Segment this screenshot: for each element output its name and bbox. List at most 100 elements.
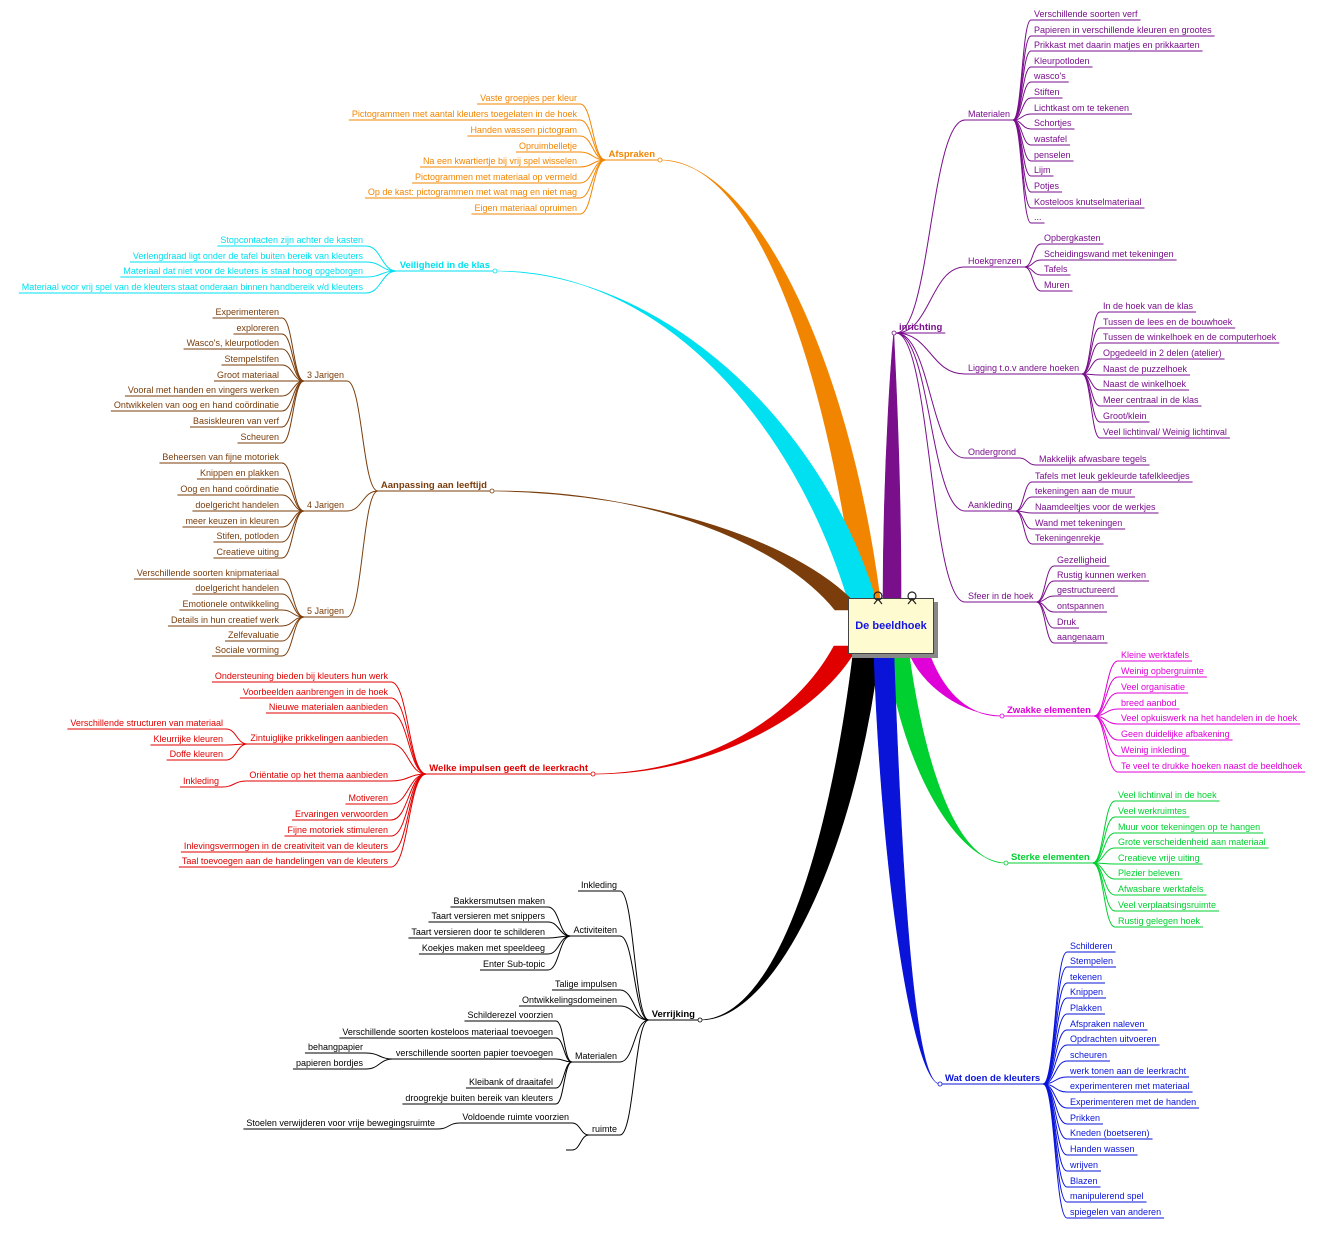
topic-verschillende-structuren-van-materiaal[interactable]: Verschillende structuren van materiaal — [70, 718, 223, 728]
topic-tekenen[interactable]: tekenen — [1070, 972, 1102, 982]
topic-pictogrammen-met-materiaal-op-vermeld[interactable]: Pictogrammen met materiaal op vermeld — [415, 172, 577, 182]
topic-opruimbelletje[interactable]: Opruimbelletje — [519, 141, 577, 151]
topic-breed-aanbod[interactable]: breed aanbod — [1121, 698, 1177, 708]
topic-muur-voor-tekeningen-op-te-hangen[interactable]: Muur voor tekeningen op te hangen — [1118, 822, 1260, 832]
topic-knippen-en-plakken[interactable]: Knippen en plakken — [200, 468, 279, 478]
topic-pictogrammen-met-aantal-kleuters-toegelaten-in-de-hoek[interactable]: Pictogrammen met aantal kleuters toegela… — [352, 109, 578, 119]
topic-behangpapier[interactable]: behangpapier — [308, 1042, 363, 1052]
topic-sociale-vorming[interactable]: Sociale vorming — [215, 645, 279, 655]
branch-veiligheid[interactable]: Veiligheid in de klas — [400, 260, 490, 271]
topic-scheidingswand-met-tekeningen[interactable]: Scheidingswand met tekeningen — [1044, 249, 1174, 259]
topic-papieren-in-verschillende-kleuren-en-grootes[interactable]: Papieren in verschillende kleuren en gro… — [1034, 25, 1212, 35]
topic-veel-lichtinval-weinig-lichtinval[interactable]: Veel lichtinval/ Weinig lichtinval — [1103, 427, 1227, 437]
topic-muren[interactable]: Muren — [1044, 280, 1070, 290]
topic-na-een-kwartiertje-bij-vrij-spel-wisselen[interactable]: Na een kwartiertje bij vrij spel wissele… — [423, 156, 577, 166]
branch-watdoen[interactable]: Wat doen de kleuters — [945, 1073, 1040, 1084]
topic-enter-sub-topic[interactable]: Enter Sub-topic — [483, 959, 546, 969]
topic-weinig-inkleding[interactable]: Weinig inkleding — [1121, 745, 1186, 755]
topic-scheuren[interactable]: Scheuren — [240, 432, 279, 442]
topic-taart-versieren-door-te-schilderen[interactable]: Taart versieren door te schilderen — [411, 927, 545, 937]
topic-prikken[interactable]: Prikken — [1070, 1113, 1100, 1123]
topic-lichtkast-om-te-tekenen[interactable]: Lichtkast om te tekenen — [1034, 103, 1129, 113]
topic-verschillende-soorten-verf[interactable]: Verschillende soorten verf — [1034, 9, 1138, 19]
topic-doffe-kleuren[interactable]: Doffe kleuren — [170, 749, 223, 759]
topic-voldoende-ruimte-voorzien[interactable]: Voldoende ruimte voorzien — [462, 1112, 569, 1122]
topic-stifen-potloden[interactable]: Stifen, potloden — [216, 531, 279, 541]
topic-verlengdraad-ligt-onder-de-tafel-buiten-bereik-van-kleuters[interactable]: Verlengdraad ligt onder de tafel buiten … — [133, 251, 364, 261]
topic-manipulerend-spel[interactable]: manipulerend spel — [1070, 1191, 1144, 1201]
subtopic-materialen[interactable]: Materialen — [575, 1051, 617, 1061]
topic-druk[interactable]: Druk — [1057, 617, 1077, 627]
topic-prikkast-met-daarin-matjes-en-prikkaarten[interactable]: Prikkast met daarin matjes en prikkaarte… — [1034, 40, 1200, 50]
age-group-3-jarigen[interactable]: 3 Jarigen — [307, 370, 344, 380]
branch-afspraken[interactable]: Afspraken — [609, 149, 656, 160]
topic-verschillende-soorten-papier-toevoegen[interactable]: verschillende soorten papier toevoegen — [396, 1048, 553, 1058]
topic-makkelijk-afwasbare-tegels[interactable]: Makkelijk afwasbare tegels — [1039, 454, 1147, 464]
topic-experimenteren-met-materiaal[interactable]: experimenteren met materiaal — [1070, 1081, 1190, 1091]
subtopic-ruimte[interactable]: ruimte — [592, 1124, 617, 1134]
branch-inrichting[interactable]: inrichting — [899, 322, 942, 333]
topic-motiveren[interactable]: Motiveren — [348, 793, 388, 803]
subtopic-aankleding[interactable]: Aankleding — [968, 500, 1013, 510]
topic-plakken[interactable]: Plakken — [1070, 1003, 1102, 1013]
topic-schilderezel-voorzien[interactable]: Schilderezel voorzien — [467, 1010, 553, 1020]
topic-kosteloos-knutselmateriaal[interactable]: Kosteloos knutselmateriaal — [1034, 197, 1142, 207]
topic-gezelligheid[interactable]: Gezelligheid — [1057, 555, 1107, 565]
topic-gestructureerd[interactable]: gestructureerd — [1057, 585, 1115, 595]
subtopic-talige-impulsen[interactable]: Talige impulsen — [555, 979, 617, 989]
topic-inlevingsvermogen-in-de-creativiteit-van-de-kleuters[interactable]: Inlevingsvermogen in de creativiteit van… — [184, 841, 389, 851]
topic-ontspannen[interactable]: ontspannen — [1057, 601, 1104, 611]
topic-taart-versieren-met-snippers[interactable]: Taart versieren met snippers — [431, 911, 545, 921]
topic-lijm[interactable]: Lijm — [1034, 165, 1051, 175]
topic-tafels-met-leuk-gekleurde-tafelkleedjes[interactable]: Tafels met leuk gekleurde tafelkleedjes — [1035, 471, 1190, 481]
topic-te-veel-te-drukke-hoeken-naast-de-beeldhoek[interactable]: Te veel te drukke hoeken naast de beeldh… — [1121, 761, 1303, 771]
topic-basiskleuren-van-verf[interactable]: Basiskleuren van verf — [193, 416, 280, 426]
topic-experimenteren-met-de-handen[interactable]: Experimenteren met de handen — [1070, 1097, 1196, 1107]
topic-zintuiglijke-prikkelingen-aanbieden[interactable]: Zintuiglijke prikkelingen aanbieden — [250, 733, 388, 743]
topic-veel-organisatie[interactable]: Veel organisatie — [1121, 682, 1185, 692]
topic-kleine-werktafels[interactable]: Kleine werktafels — [1121, 650, 1190, 660]
topic-naamdeeltjes-voor-de-werkjes[interactable]: Naamdeeltjes voor de werkjes — [1035, 502, 1156, 512]
topic-vooral-met-handen-en-vingers-werken[interactable]: Vooral met handen en vingers werken — [128, 385, 279, 395]
topic-groot-klein[interactable]: Groot/klein — [1103, 411, 1147, 421]
topic-knippen[interactable]: Knippen — [1070, 987, 1103, 997]
age-group-4-jarigen[interactable]: 4 Jarigen — [307, 500, 344, 510]
topic-tekeningen-aan-de-muur[interactable]: tekeningen aan de muur — [1035, 486, 1132, 496]
topic-voorbeelden-aanbrengen-in-de-hoek[interactable]: Voorbeelden aanbrengen in de hoek — [243, 687, 389, 697]
branch-impulsen[interactable]: Welke impulsen geeft de leerkracht — [429, 763, 589, 774]
topic-ervaringen-verwoorden[interactable]: Ervaringen verwoorden — [295, 809, 388, 819]
branch-sterke[interactable]: Sterke elementen — [1011, 852, 1090, 863]
topic-droogrekje-buiten-bereik-van-kleuters[interactable]: droogrekje buiten bereik van kleuters — [405, 1093, 553, 1103]
topic-handen-wassen[interactable]: Handen wassen — [1070, 1144, 1135, 1154]
topic-tussen-de-lees-en-de-bouwhoek[interactable]: Tussen de lees en de bouwhoek — [1103, 317, 1233, 327]
topic-naast-de-winkelhoek[interactable]: Naast de winkelhoek — [1103, 379, 1187, 389]
topic-ontwikkelen-van-oog-en-hand-coordinatie[interactable]: Ontwikkelen van oog en hand coördinatie — [114, 400, 279, 410]
topic-ondersteuning-bieden-bij-kleuters-hun-werk[interactable]: Ondersteuning bieden bij kleuters hun we… — [215, 671, 389, 681]
branch-zwakke[interactable]: Zwakke elementen — [1007, 705, 1091, 716]
topic-afspraken-naleven[interactable]: Afspraken naleven — [1070, 1019, 1145, 1029]
topic-doelgericht-handelen[interactable]: doelgericht handelen — [195, 583, 279, 593]
topic-rustig-kunnen-werken[interactable]: Rustig kunnen werken — [1057, 570, 1146, 580]
topic-kleurrijke-kleuren[interactable]: Kleurrijke kleuren — [153, 734, 223, 744]
topic-stempelen[interactable]: Stempelen — [1070, 956, 1113, 966]
topic-wasco-s-kleurpotloden[interactable]: Wasco's, kleurpotloden — [187, 338, 279, 348]
subtopic-activiteiten[interactable]: Activiteiten — [573, 925, 617, 935]
topic-plezier-beleven[interactable]: Plezier beleven — [1118, 868, 1180, 878]
topic-tussen-de-winkelhoek-en-de-computerhoek[interactable]: Tussen de winkelhoek en de computerhoek — [1103, 332, 1277, 342]
topic-groot-materiaal[interactable]: Groot materiaal — [217, 370, 279, 380]
topic-orientatie-op-het-thema-aanbieden[interactable]: Oriëntatie op het thema aanbieden — [249, 770, 388, 780]
age-group-5-jarigen[interactable]: 5 Jarigen — [307, 606, 344, 616]
topic-opbergkasten[interactable]: Opbergkasten — [1044, 233, 1101, 243]
topic-kleurpotloden[interactable]: Kleurpotloden — [1034, 56, 1090, 66]
topic-inkleding[interactable]: Inkleding — [183, 776, 219, 786]
subtopic-materialen[interactable]: Materialen — [968, 109, 1010, 119]
topic-opdrachten-uitvoeren[interactable]: Opdrachten uitvoeren — [1070, 1034, 1157, 1044]
topic-scheuren[interactable]: scheuren — [1070, 1050, 1107, 1060]
subtopic-ontwikkelingsdomeinen[interactable]: Ontwikkelingsdomeinen — [522, 995, 617, 1005]
branch-aanpassing[interactable]: Aanpassing aan leeftijd — [381, 480, 487, 491]
topic-nieuwe-materialen-aanbieden[interactable]: Nieuwe materialen aanbieden — [269, 702, 388, 712]
topic-stopcontacten-zijn-achter-de-kasten[interactable]: Stopcontacten zijn achter de kasten — [220, 235, 363, 245]
topic-veel-opkuiswerk-na-het-handelen-in-de-hoek[interactable]: Veel opkuiswerk na het handelen in de ho… — [1121, 713, 1298, 723]
subtopic-sfeer-in-de-hoek[interactable]: Sfeer in de hoek — [968, 591, 1034, 601]
topic-papieren-bordjes[interactable]: papieren bordjes — [296, 1058, 364, 1068]
